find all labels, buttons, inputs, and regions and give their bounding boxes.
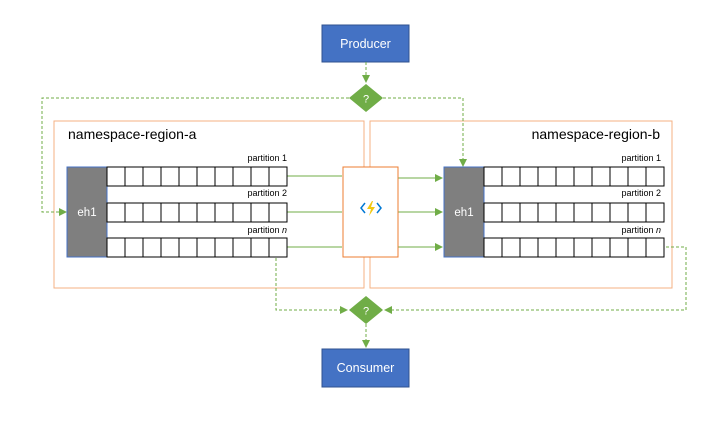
region-b-partition-1-label: partition 1 bbox=[621, 153, 661, 163]
region-b-partition-n-label: partition n bbox=[621, 225, 661, 235]
region-a-partition-2-label: partition 2 bbox=[247, 188, 287, 198]
region-a-to-decision-connector bbox=[275, 258, 348, 314]
region-a-partition-1-label: partition 1 bbox=[247, 153, 287, 163]
azure-function-icon bbox=[360, 201, 382, 216]
namespace-region-b-title: namespace-region-b bbox=[532, 126, 661, 142]
consumer-label: Consumer bbox=[337, 361, 395, 375]
decision-top-diamond bbox=[349, 84, 383, 112]
event-hub-a-label: eh1 bbox=[77, 207, 96, 219]
event-hub-b-label: eh1 bbox=[454, 207, 473, 219]
decision-bottom-label: ? bbox=[363, 306, 369, 318]
event-hub-a[interactable] bbox=[66, 166, 108, 258]
decision-to-region-a-connector bbox=[41, 97, 349, 216]
region-b-partition-2-label: partition 2 bbox=[621, 188, 661, 198]
region-b-partition-queues bbox=[483, 166, 665, 258]
decision-to-region-b-connector bbox=[383, 97, 467, 167]
region-a-partition-queues bbox=[106, 166, 288, 258]
decision-bottom-diamond bbox=[349, 296, 383, 324]
namespace-region-a-title: namespace-region-a bbox=[68, 126, 197, 142]
region-b-to-decision-connector bbox=[384, 246, 687, 314]
decision-top-label: ? bbox=[363, 94, 369, 106]
region-a-partition-n-label: partition n bbox=[247, 225, 287, 235]
producer-box[interactable] bbox=[321, 24, 410, 63]
event-hub-b[interactable] bbox=[443, 166, 485, 258]
consumer-box[interactable] bbox=[321, 348, 410, 388]
producer-label: Producer bbox=[340, 37, 391, 51]
